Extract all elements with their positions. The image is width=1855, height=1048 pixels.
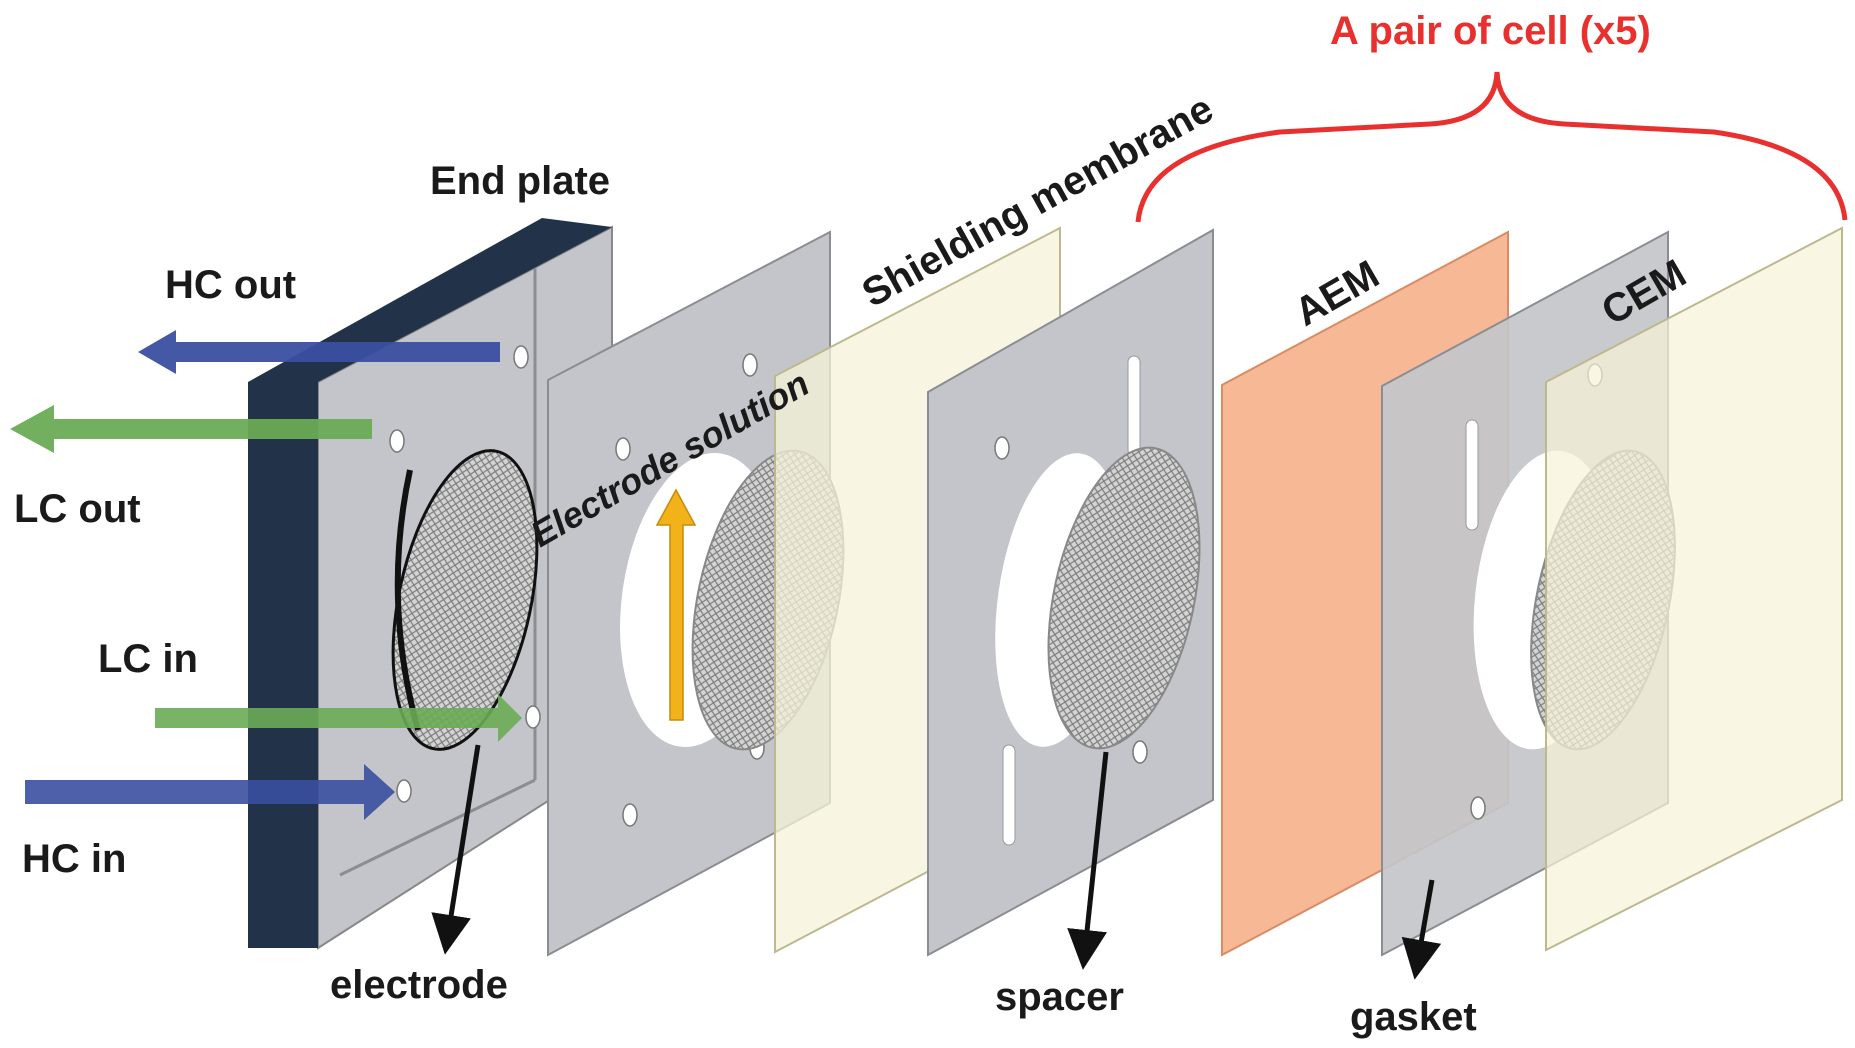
- electrode-solution-plate: [547, 230, 845, 957]
- pointer-arrows: [431, 744, 1442, 980]
- cem-membrane: [1545, 226, 1843, 952]
- cell-pair-bracket: [1135, 71, 1848, 223]
- lc-out-label: LC out: [14, 487, 141, 531]
- spacer: [927, 228, 1214, 957]
- lc-in-label: LC in: [98, 637, 198, 681]
- lc-in-arrow: [155, 694, 522, 742]
- electrode-label: electrode: [330, 963, 508, 1007]
- spacer-label: spacer: [995, 975, 1124, 1019]
- end-plate-label: End plate: [430, 159, 610, 203]
- hc-out-label: HC out: [165, 263, 296, 307]
- gasket-label: gasket: [1350, 995, 1477, 1039]
- end-plate-top: [248, 218, 612, 382]
- electrode-solution-flow-arrow: [655, 488, 697, 721]
- hc-out-arrow: [138, 330, 500, 374]
- hc-in-arrow: [25, 764, 395, 820]
- lc-out-arrow: [10, 405, 372, 453]
- end-plate: [248, 218, 613, 950]
- hc-in-label: HC in: [22, 837, 126, 881]
- end-plate-edge: [248, 382, 318, 948]
- bracket-label: A pair of cell (x5): [1330, 9, 1651, 53]
